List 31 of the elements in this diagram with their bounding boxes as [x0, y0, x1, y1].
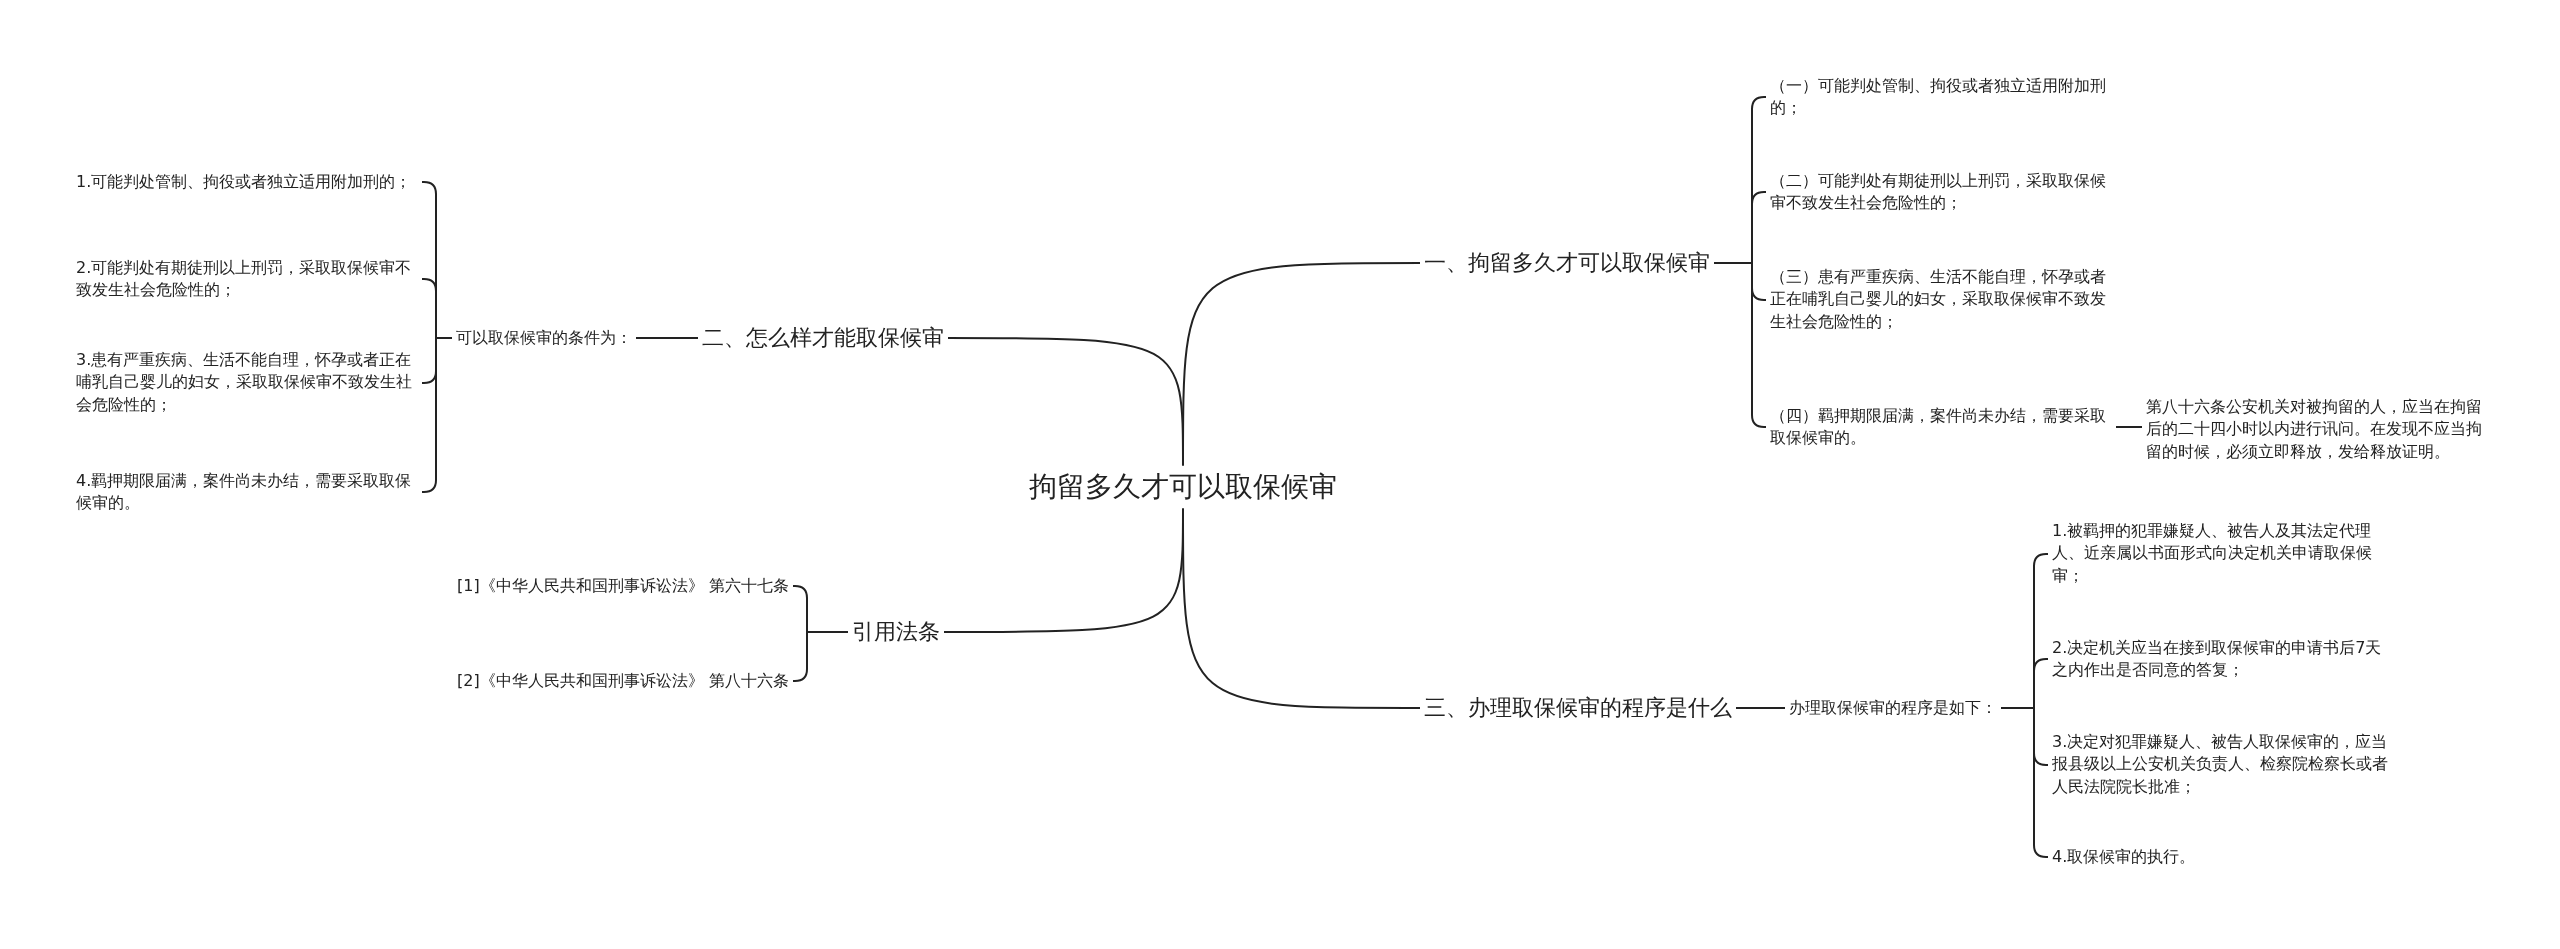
connector-line	[792, 631, 849, 682]
subtopic-text: 1.可能判处管制、拘役或者独立适用附加刑的；	[72, 168, 422, 196]
connector-line	[635, 337, 699, 339]
subtopic-text: [1]《中华人民共和国刑事诉讼法》 第六十七条	[453, 572, 793, 600]
branch-topic: 二、怎么样才能取保候审	[698, 320, 948, 356]
connector-line	[421, 337, 453, 493]
subtopic-text: （四）羁押期限届满，案件尚未办结，需要采取取保候审的。	[1766, 402, 2116, 452]
subtopic-text: 2.决定机关应当在接到取保候审的申请书后7天之内作出是否同意的答复；	[2048, 634, 2398, 684]
branch-topic: 引用法条	[848, 614, 944, 650]
central-topic: 拘留多久才可以取保候审	[1025, 465, 1341, 509]
subtopic-text: 3.患有严重疾病、生活不能自理，怀孕或者正在哺乳自己婴儿的妇女，采取取保候审不致发生社会危险性的；	[72, 347, 422, 419]
subtopic-text: [2]《中华人民共和国刑事诉讼法》 第八十六条	[453, 667, 793, 695]
subtopic-text: 4.取保候审的执行。	[2048, 843, 2398, 871]
connector-line	[2000, 707, 2049, 858]
connector-line	[1713, 262, 1767, 428]
subtopic-text: 办理取保候审的程序是如下：	[1785, 694, 2001, 722]
connector-line	[947, 337, 1184, 467]
branch-topic: 一、拘留多久才可以取保候审	[1420, 245, 1714, 281]
connector-line	[2115, 426, 2143, 428]
connector-line	[1182, 507, 1421, 709]
connector-line	[1735, 707, 1786, 709]
subtopic-text: 2.可能判处有期徒刑以上刑罚，采取取保候审不致发生社会危险性的；	[72, 254, 422, 304]
subtopic-text: 4.羁押期限届满，案件尚未办结，需要采取取保候审的。	[72, 467, 422, 517]
subtopic-text: （二）可能判处有期徒刑以上刑罚，采取取保候审不致发生社会危险性的；	[1766, 167, 2116, 217]
subtopic-text: 可以取保候审的条件为：	[452, 324, 636, 352]
subtopic-text: 1.被羁押的犯罪嫌疑人、被告人及其法定代理人、近亲属以书面形式向决定机关申请取保候审；	[2048, 518, 2398, 590]
branch-topic: 三、办理取保候审的程序是什么	[1420, 690, 1736, 726]
subtopic-text: （三）患有严重疾病、生活不能自理，怀孕或者正在哺乳自己婴儿的妇女，采取取保候审不致发生社会危险性的；	[1766, 264, 2116, 336]
subtopic-text: 3.决定对犯罪嫌疑人、被告人取保候审的，应当报县级以上公安机关负责人、检察院检察长或者人民法院院长批准；	[2048, 729, 2398, 801]
subtopic-text: 第八十六条公安机关对被拘留的人，应当在拘留后的二十四小时以内进行讯问。在发现不应当拘留的时候，必须立即释放，发给释放证明。	[2142, 394, 2492, 466]
subtopic-text: （一）可能判处管制、拘役或者独立适用附加刑的；	[1766, 72, 2116, 122]
